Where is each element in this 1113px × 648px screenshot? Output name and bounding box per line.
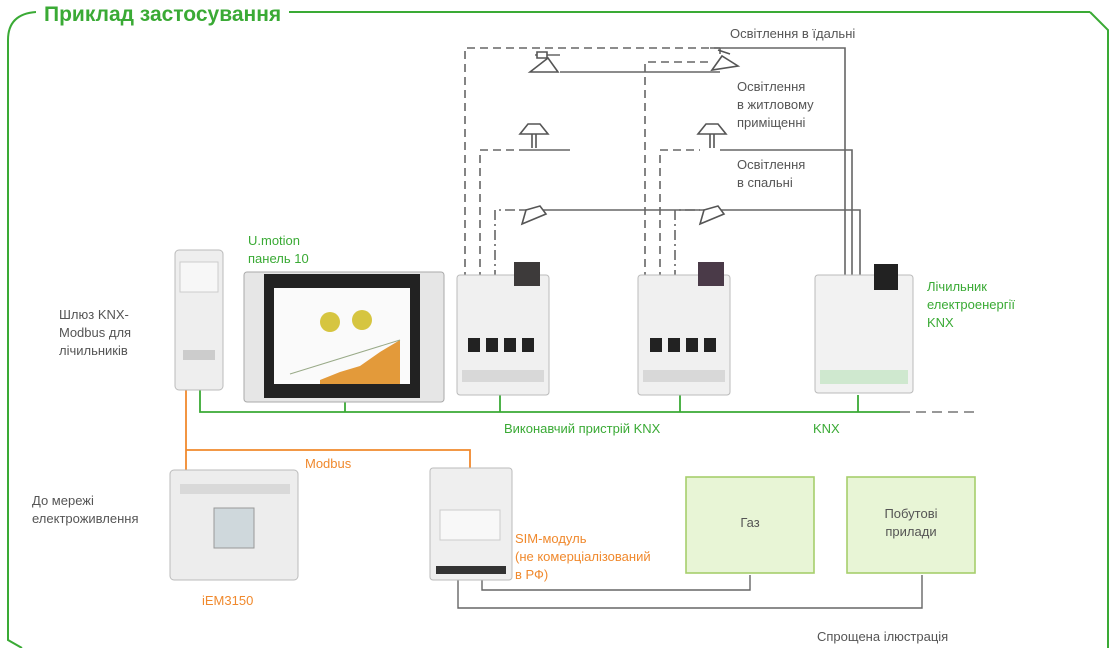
label-umotion-2: панель 10	[248, 251, 309, 266]
knx-bus	[199, 380, 900, 413]
actuator-2	[637, 262, 731, 396]
lighting-wires	[464, 47, 861, 280]
label-umotion-1: U.motion	[248, 233, 301, 248]
lamp-bedroom-right-icon	[698, 205, 726, 226]
label-iem3150: iEM3150	[202, 593, 254, 608]
lamp-living-left-icon	[518, 123, 550, 148]
lamp-living-right-icon	[696, 123, 728, 148]
label-gateway-2: Modbus для	[59, 325, 132, 340]
bottom-wiring	[457, 575, 923, 609]
gas-box-label: Газ	[740, 515, 760, 530]
appliances-box	[846, 476, 976, 574]
label-gateway-1: Шлюз KNX-	[59, 307, 129, 322]
label-knx: KNX	[813, 421, 840, 436]
label-lighting-living-3: приміщенні	[737, 115, 806, 130]
lamp-dining-right-icon	[710, 49, 741, 72]
lamp-bedroom-left-icon	[520, 205, 548, 226]
label-modbus: Modbus	[305, 456, 352, 471]
sim-module-device	[429, 467, 513, 581]
lamp-symbols	[518, 49, 741, 226]
label-lighting-living-1: Освітлення	[737, 79, 806, 94]
label-sim-2: (не комерціалізований	[515, 549, 651, 564]
label-meter-1: Лічильник	[927, 279, 987, 294]
appliances-box-label-1: Побутові	[884, 506, 938, 521]
label-lighting-bedroom-2: в спальні	[737, 175, 793, 190]
modbus-line	[185, 380, 471, 470]
knx-meter-device	[814, 264, 914, 394]
label-sim-1: SIM-модуль	[515, 531, 587, 546]
label-meter-2: електроенергії	[927, 297, 1015, 312]
label-lighting-dining: Освітлення в їдальні	[730, 26, 856, 41]
label-simplified: Спрощена ілюстрація	[817, 629, 949, 644]
label-mains-2: електроживлення	[32, 511, 139, 526]
gateway-device	[174, 249, 224, 391]
page-title: Приклад застосування	[36, 0, 290, 30]
label-actuator: Виконавчий пристрій KNX	[504, 421, 661, 436]
label-lighting-bedroom-1: Освітлення	[737, 157, 806, 172]
label-sim-3: в РФ)	[515, 567, 549, 582]
label-mains-1: До мережі	[32, 493, 94, 508]
lamp-dining-left-icon	[527, 51, 560, 73]
label-meter-3: KNX	[927, 315, 954, 330]
appliances-box-label-2: прилади	[885, 524, 937, 539]
gas-box	[685, 476, 815, 574]
label-lighting-living-2: в житловому	[737, 97, 814, 112]
iem3150-device	[169, 469, 299, 581]
label-gateway-3: лічильників	[59, 343, 128, 358]
actuator-1	[456, 262, 550, 396]
umotion-panel	[243, 271, 445, 403]
